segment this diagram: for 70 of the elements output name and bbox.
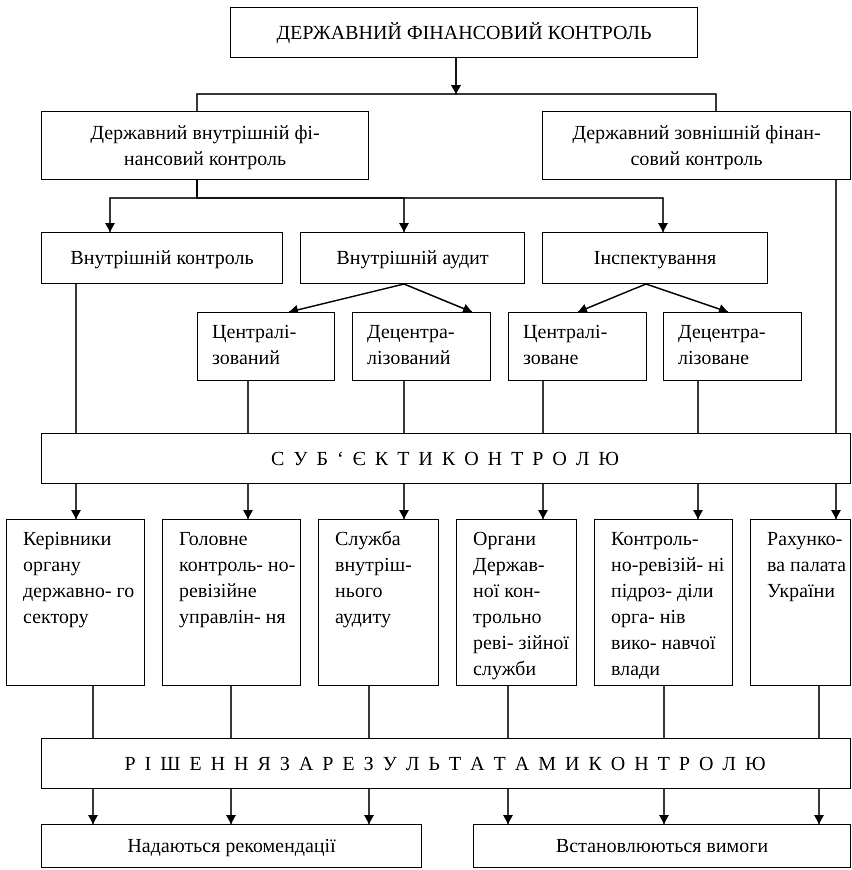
arrow [538,484,548,519]
box-label: Державний зовнішній фінан- совий контроль [571,120,822,172]
box-label: Децентра- лізоване [678,321,766,369]
box-label: С У Б ‘ Є К Т И К О Н Т Р О Л Ю [271,446,621,472]
connector-line [75,284,77,433]
connector-line [230,686,232,738]
arrow [578,283,646,314]
box [41,824,422,868]
box [594,519,733,686]
connector-line [403,381,405,433]
arrow [659,789,669,824]
box [456,519,577,686]
box [542,232,768,284]
connector-line [663,686,665,738]
arrow [364,789,374,824]
box-label: Децентра- лізований [367,321,455,369]
arrow [646,283,728,314]
box [230,7,698,58]
box-label: Головне контроль- но- ревізійне управлін- ня [179,528,296,628]
box [663,312,802,381]
box [318,519,439,686]
box [542,111,851,180]
connector-line [368,686,370,738]
arrow [451,58,717,111]
connector-line [818,686,820,738]
box-label: Внутрішній контроль [70,246,254,271]
arrow [831,484,841,519]
box-label: Контроль- но-ревізій- ні підроз- діли орга- нів вико- навчої влади [611,528,724,680]
box-label: Надаються рекомендації [127,834,336,859]
box-label: Рахунко- ва палата України [767,528,846,602]
box [300,232,525,284]
box-label: Централі- зований [212,321,296,369]
box-label: Р І Ш Е Н Н Я З А Р Е З У Л Ь Т А Т А М И К О Н Т Р О Л Ю [124,752,768,776]
arrow [404,283,472,314]
arrow [71,484,81,519]
connector-line [542,381,544,433]
box-label: Органи Держав- ної кон- трольно реві- зійної служби [473,528,569,680]
connector-line [507,686,509,738]
box-label: ДЕРЖАВНИЙ ФІНАНСОВИЙ КОНТРОЛЬ [276,20,652,46]
connector-line [835,180,837,433]
box [41,111,369,180]
arrow [399,484,409,519]
arrow [814,789,824,824]
box [41,232,283,284]
box [41,433,851,484]
box [508,312,647,381]
box-label: Централі- зоване [523,321,608,369]
box [197,312,335,381]
box-label: Інспектування [594,246,716,271]
box-label: Служба внутріш- нього аудиту [335,528,412,628]
box-label: Керівники органу державно- го сектору [23,528,134,628]
arrow [503,789,513,824]
connector-line [697,381,699,433]
box [162,519,301,686]
box [473,824,851,868]
box-label: Внутрішній аудит [336,246,489,271]
arrow [288,283,404,315]
arrow [693,484,703,519]
arrow [196,180,668,232]
box-label: Встановлюються вимоги [556,834,768,859]
box [750,519,851,686]
arrow [243,484,253,519]
connector-line [92,686,94,738]
box [352,312,491,381]
box-label: Державний внутрішній фі- нансовий контроль [89,120,321,172]
arrow [226,789,236,824]
connector-line [247,381,249,433]
box [6,519,145,686]
arrow [88,789,98,824]
box [41,738,851,789]
